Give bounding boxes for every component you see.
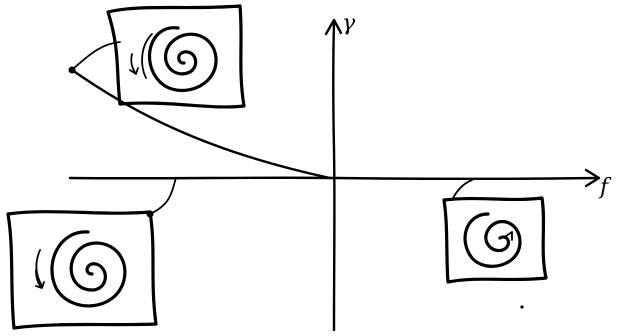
vertical-axis-label: γ: [342, 11, 356, 36]
spiral-icon: [130, 28, 216, 91]
upper-left-phase-portrait: [74, 6, 244, 107]
lower-left-phase-portrait: [8, 178, 176, 328]
upper-left-spiral: [150, 28, 217, 91]
lower-left-inset-frame: [8, 212, 156, 328]
horizontal-axis: f: [70, 170, 612, 200]
lower-left-connector: [150, 178, 176, 214]
vertical-axis: γ: [326, 11, 356, 330]
lower-left-spiral: [52, 232, 125, 306]
upper-left-inset-frame: [108, 6, 244, 107]
horizontal-axis-label: f: [598, 175, 612, 200]
right-inset-frame: [444, 198, 546, 282]
right-phase-portrait: [444, 180, 546, 282]
spiral-icon: [36, 232, 125, 306]
spiral-icon: [465, 214, 520, 266]
vertical-axis-line: [333, 22, 334, 330]
upper-left-arrow: [130, 54, 138, 74]
right-connector: [452, 180, 472, 200]
ink-speck: [520, 305, 523, 308]
upper-left-connector: [74, 42, 120, 68]
